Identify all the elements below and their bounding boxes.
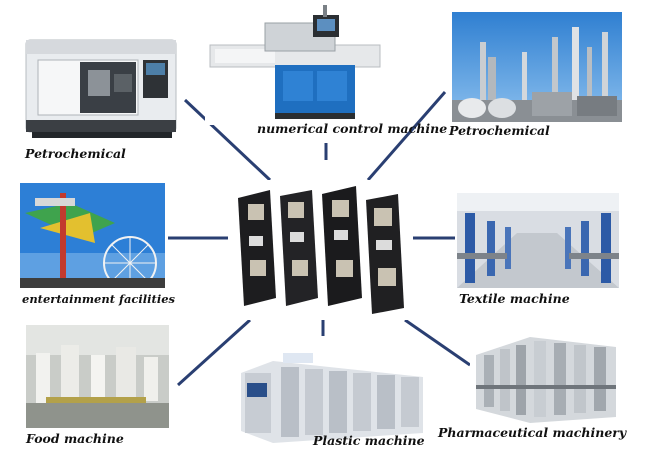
connector-bottom-right xyxy=(404,318,471,367)
label-middle-left: entertainment facilities xyxy=(22,292,175,306)
plastic-machine-photo xyxy=(233,343,433,448)
entertainment-facilities-photo xyxy=(20,183,165,288)
connector-top-right xyxy=(366,91,447,181)
label-middle-right: Textile machine xyxy=(459,291,570,306)
label-bottom-left: Food machine xyxy=(26,431,124,446)
textile-machine-photo xyxy=(457,193,619,288)
connector-top-left xyxy=(183,98,272,182)
pharmaceutical-machinery-photo xyxy=(470,325,620,425)
cnc-lathe-photo xyxy=(18,30,183,142)
label-top-center: numerical control machine xyxy=(257,121,448,136)
label-bottom-right: Pharmaceutical machinery xyxy=(438,425,627,440)
petrochemical-refinery-photo xyxy=(452,12,622,122)
thyristor-modules-photo xyxy=(228,180,413,320)
label-bottom-center: Plastic machine xyxy=(313,433,425,448)
food-machine-photo xyxy=(26,325,169,428)
connector-bottom-left xyxy=(176,318,252,387)
numerical-control-machine-photo xyxy=(205,5,385,125)
label-top-left: Petrochemical xyxy=(25,146,126,161)
label-top-right: Petrochemical xyxy=(449,123,550,138)
